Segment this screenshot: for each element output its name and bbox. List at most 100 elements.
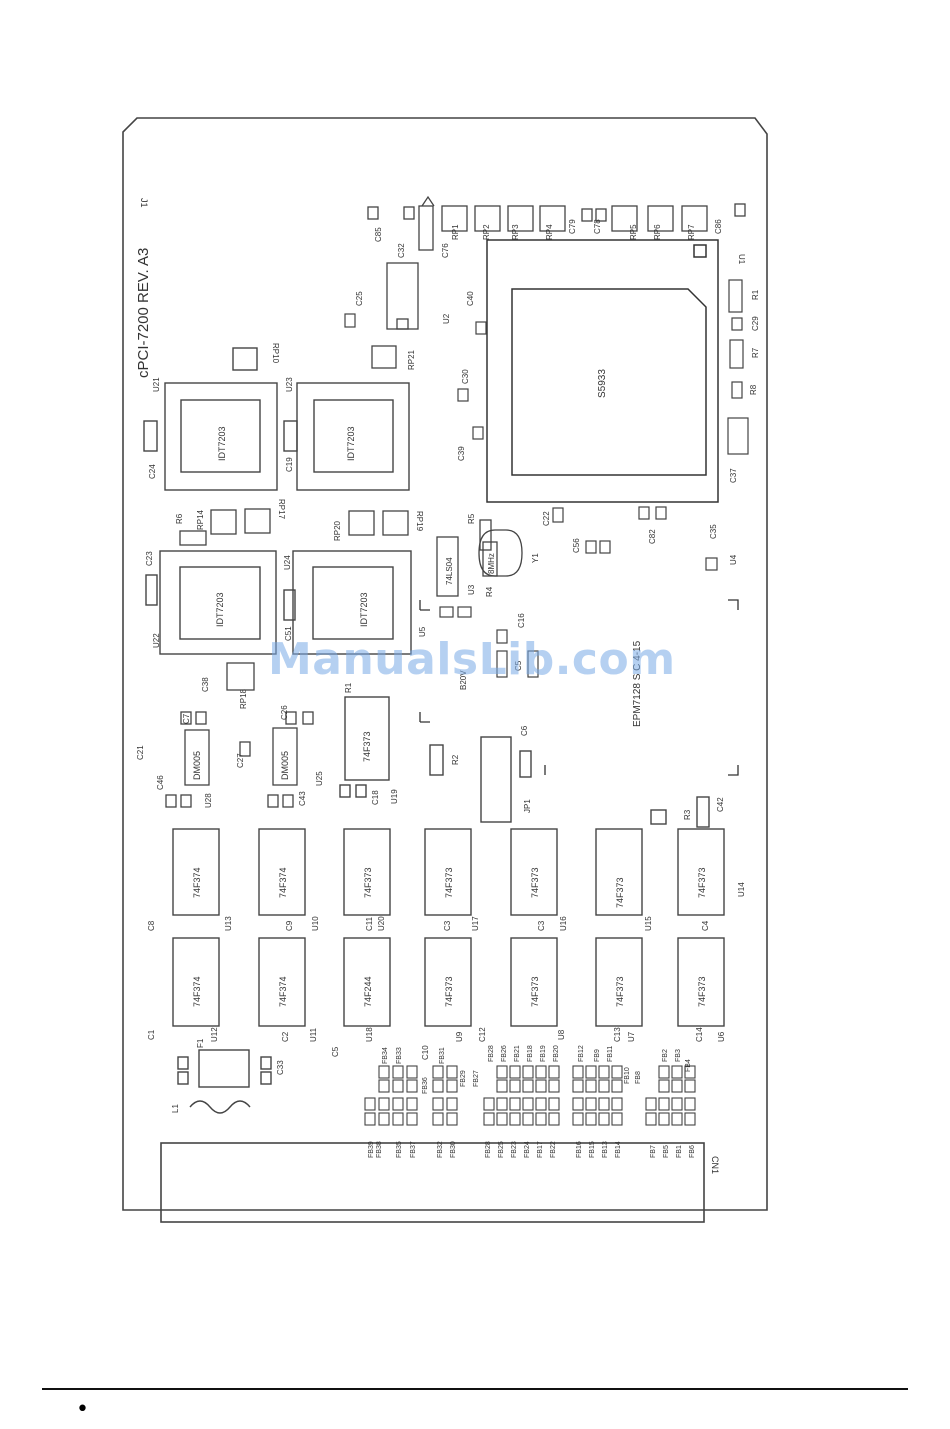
cap-mid-11: U15 xyxy=(644,916,653,931)
cap-low-1: C1 xyxy=(147,1029,156,1040)
c18-label: C18 xyxy=(371,790,380,805)
row-bottom-5-label: 74F373 xyxy=(530,976,540,1007)
fb-g9-1: FB5 xyxy=(663,1145,670,1158)
delay-line-2-label: DM005 xyxy=(280,751,290,780)
s5933-side-caps xyxy=(457,279,749,455)
r3-label: R3 xyxy=(683,809,692,820)
fb-g8-0: FB10 xyxy=(624,1067,631,1084)
ic-row-top xyxy=(172,828,725,916)
fifo-packages xyxy=(143,347,412,655)
c6-label: C6 xyxy=(520,725,529,736)
cap-mid-3: C9 xyxy=(285,920,294,931)
rp7-label: RP7 xyxy=(687,224,696,240)
row-top-4-label: 74F373 xyxy=(444,867,454,898)
fifo-3-label: IDT7203 xyxy=(215,592,225,627)
rp21-part xyxy=(386,262,419,330)
u1-label: U1 xyxy=(737,254,746,265)
fb-g3-0: FB32 xyxy=(437,1141,444,1158)
c42-label: C42 xyxy=(716,797,725,812)
r7-label: R7 xyxy=(751,347,760,358)
cap-low-14: U6 xyxy=(717,1031,726,1042)
c7-label: C7 xyxy=(182,713,191,724)
fb-g5-0: FB28 xyxy=(485,1141,492,1158)
fb-g9-2: FB1 xyxy=(676,1145,683,1158)
cap-mid-8: U17 xyxy=(471,916,480,931)
c56-label: C56 xyxy=(572,538,581,553)
c22-label: C22 xyxy=(542,511,551,526)
fb-g8-3: FB11 xyxy=(607,1046,614,1062)
ic-row-bottom xyxy=(172,937,725,1027)
c78-label: C78 xyxy=(593,219,602,234)
cap-mid-2: U13 xyxy=(224,916,233,931)
connector-cn1 xyxy=(160,1142,705,1223)
fb-g6-3: FB20 xyxy=(553,1045,560,1062)
c38-label: C38 xyxy=(201,677,210,692)
c85-label: C85 xyxy=(374,227,383,242)
row-bottom-2-label: 74F374 xyxy=(278,976,288,1007)
row-bottom-7-label: 74F373 xyxy=(697,976,707,1007)
oscillator-area xyxy=(436,519,523,597)
watermark: ManualsLib.com xyxy=(268,634,676,685)
cap-low-5: C5 xyxy=(331,1046,340,1057)
fb-g4-3: FB26 xyxy=(501,1045,508,1062)
buffer-top-label: 74F373 xyxy=(362,731,372,762)
cap-mid-5: C11 xyxy=(365,916,374,931)
fifo-1-label: IDT7203 xyxy=(217,426,227,461)
c86-label: C86 xyxy=(714,219,723,234)
row-top-2-label: 74F374 xyxy=(278,867,288,898)
fb-g10-1: FB3 xyxy=(675,1049,682,1062)
cap-low-13: C14 xyxy=(695,1027,704,1042)
c76-label: C76 xyxy=(441,243,450,258)
u24-label: U24 xyxy=(283,555,292,570)
fb-g1-1: FB38 xyxy=(376,1141,383,1158)
s5933-chip xyxy=(486,239,719,503)
row-top-3-label: 74F373 xyxy=(363,867,373,898)
rp4-label: RP4 xyxy=(545,224,554,240)
fifo-4-label: IDT7203 xyxy=(359,592,369,627)
buffer-top-part xyxy=(339,696,710,828)
c25-part xyxy=(344,313,356,328)
c40-label: C40 xyxy=(466,291,475,306)
cap-mid-7: C3 xyxy=(443,920,452,931)
c82-label: C82 xyxy=(648,529,657,544)
row-bottom-4-label: 74F373 xyxy=(444,976,454,1007)
board-outline xyxy=(122,117,768,1211)
board-title: cPCI-7200 REV. A3 xyxy=(135,248,152,378)
r5-label: R5 xyxy=(467,513,476,524)
cap-mid-6: U20 xyxy=(377,916,386,931)
rp5-label: RP5 xyxy=(629,224,638,240)
fb-g4-2: FB28 xyxy=(488,1045,495,1062)
rp20-label: RP20 xyxy=(333,520,342,541)
fb-g2-2: FB36 xyxy=(422,1077,429,1094)
u25-label: U25 xyxy=(315,771,324,786)
fifo-2-label: IDT7203 xyxy=(346,426,356,461)
u3-label: U3 xyxy=(467,584,476,595)
delay-line-1-label: DM005 xyxy=(192,751,202,780)
cap-low-3: C2 xyxy=(281,1031,290,1042)
fb-g5-5: FB22 xyxy=(550,1141,557,1158)
fb-g10-0: FB2 xyxy=(662,1049,669,1062)
row-bottom-6-label: 74F373 xyxy=(615,976,625,1007)
mid-resistor-packs xyxy=(179,508,409,546)
c37-label: C37 xyxy=(729,468,738,483)
fb-g5-1: FB25 xyxy=(498,1141,505,1158)
c26-label: C26 xyxy=(280,705,289,720)
u21-label: U21 xyxy=(152,377,161,392)
ferrite-bead-field xyxy=(364,1065,696,1126)
fb-g3-1: FB30 xyxy=(450,1141,457,1158)
c16-label: C16 xyxy=(517,613,526,628)
rp19-label: RP19 xyxy=(415,511,424,532)
fb-g6-1: FB18 xyxy=(527,1045,534,1062)
cap-low-12: U7 xyxy=(627,1031,636,1042)
cap-mid-1: C8 xyxy=(147,920,156,931)
row-bottom-1-label: 74F374 xyxy=(192,976,202,1007)
cap-low-7: C10 xyxy=(421,1045,430,1060)
c35-label: C35 xyxy=(709,524,718,539)
fuse-label: F1 xyxy=(196,1038,205,1048)
row-top-7-label: 74F373 xyxy=(697,867,707,898)
b20v-label: B20V xyxy=(459,670,468,690)
r2-label: R2 xyxy=(451,754,460,765)
c24-label: C24 xyxy=(148,464,157,479)
c21-label: C21 xyxy=(136,745,145,760)
